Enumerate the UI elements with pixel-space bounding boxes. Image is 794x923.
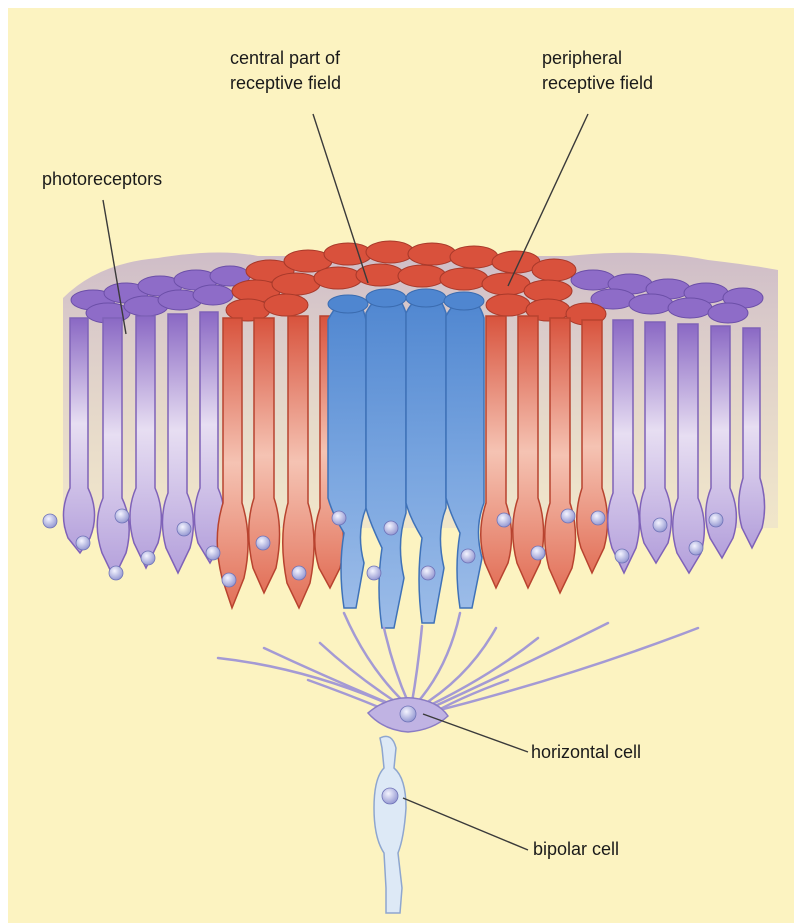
label-bipolar-cell: bipolar cell <box>533 837 619 862</box>
label-peripheral-line1: peripheral <box>542 46 653 71</box>
label-central-line2: receptive field <box>230 71 341 96</box>
horizontal-cell-nucleus <box>400 706 416 722</box>
retina-diagram <box>8 8 794 923</box>
label-central-line1: central part of <box>230 46 341 71</box>
label-peripheral-line2: receptive field <box>542 71 653 96</box>
retina-receptive-field-figure: central part of receptive field peripher… <box>8 8 794 923</box>
label-peripheral-receptive-field: peripheral receptive field <box>542 46 653 96</box>
label-central-receptive-field: central part of receptive field <box>230 46 341 96</box>
bipolar-cell-nucleus <box>382 788 398 804</box>
label-horizontal-cell: horizontal cell <box>531 740 641 765</box>
label-photoreceptors: photoreceptors <box>42 167 162 192</box>
